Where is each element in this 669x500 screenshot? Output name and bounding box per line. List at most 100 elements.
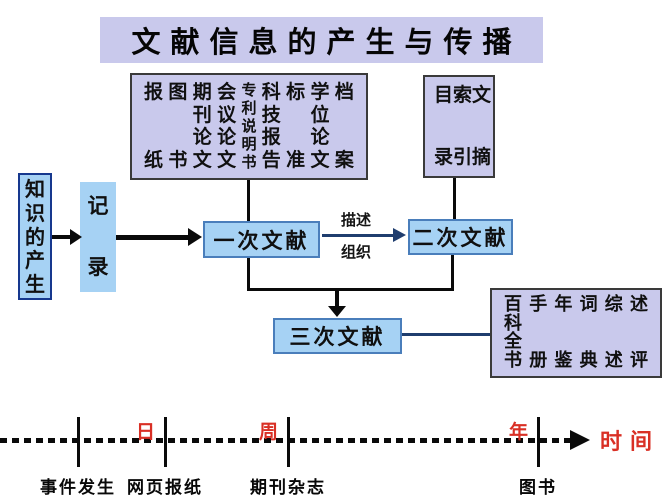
vertical-text-column: 手册 [529, 296, 547, 370]
secondary-tools-box: 目录索引文摘 [423, 75, 495, 178]
column-char: 年 [554, 294, 573, 315]
column-char: 书 [504, 349, 522, 371]
timeline-tick [286, 417, 290, 467]
column-char: 专 [241, 81, 257, 99]
timeline-arrowhead-icon [570, 430, 590, 450]
column-char: 典 [579, 350, 598, 371]
vertical-text-column: 百科全书 [504, 296, 522, 370]
column-char: 学 [310, 81, 330, 103]
column-char: 文 [217, 148, 237, 171]
connector-doctypes-to-primary [247, 180, 250, 221]
column-char: 纸 [144, 149, 164, 171]
column-char: 的 [25, 224, 45, 249]
connector-secondary-down [451, 255, 454, 291]
knowledge-production-box: 知识的产生 [18, 173, 52, 300]
column-char: 全 [504, 331, 522, 353]
column-char: 准 [286, 149, 306, 171]
timeline-source-label: 网页报纸 [127, 478, 203, 498]
timeline-tick [536, 417, 540, 467]
column-char: 会 [217, 81, 237, 103]
column-char: 文 [192, 148, 212, 171]
column-char: 书 [168, 149, 188, 171]
timeline-dotted-axis [0, 438, 570, 443]
arrow-primary-to-secondary [322, 234, 395, 237]
timeline-tick [76, 417, 80, 467]
arrowhead-right-icon [70, 229, 82, 245]
column-char: 科 [261, 81, 281, 103]
column-char: 索 [453, 84, 473, 106]
timeline-source-label: 事件发生 [40, 478, 116, 498]
column-char: 产 [25, 248, 45, 273]
column-char: 说 [241, 117, 257, 135]
column-char: 引 [453, 146, 473, 168]
column-char: 综 [604, 294, 623, 315]
timeline-interval-label: 日 [135, 421, 155, 443]
primary-document-types-box: 报纸图书期刊论文会议论文专利说明书科技报告标准学位论文档案 [130, 73, 368, 180]
vertical-text-column: 档案 [335, 83, 354, 170]
vertical-text-column: 述评 [630, 296, 648, 370]
timeline-interval-label: 周 [258, 421, 278, 443]
arrow-merge-to-tertiary [335, 291, 339, 308]
connector-primary-down [247, 258, 250, 291]
column-char: 议 [217, 103, 237, 126]
column-char: 期 [192, 81, 212, 103]
connector-tools-to-secondary [453, 178, 456, 219]
vertical-text-column: 年鉴 [554, 296, 572, 370]
column-char: 报 [261, 126, 281, 149]
column-char: 录 [87, 255, 109, 279]
column-char: 生 [25, 272, 45, 296]
vertical-text-column: 学位论文 [311, 83, 330, 170]
column-char: 文 [472, 84, 492, 106]
connector-tertiary-to-types [402, 333, 490, 336]
column-char: 述 [604, 350, 623, 371]
column-char: 评 [629, 350, 648, 371]
connector-merge-horizontal [247, 288, 454, 291]
column-char: 目 [434, 84, 454, 106]
column-char: 录 [434, 146, 454, 168]
vertical-text-column: 期刊论文 [193, 83, 212, 170]
column-char: 案 [334, 149, 354, 171]
column-char: 告 [261, 148, 281, 171]
arrowhead-down-icon [328, 306, 346, 317]
vertical-text-column: 标准 [286, 83, 305, 170]
column-char: 明 [241, 135, 257, 153]
primary-literature-box: 一次文献 [203, 221, 320, 258]
vertical-text-column: 科技报告 [262, 83, 281, 170]
column-char: 位 [310, 103, 330, 126]
vertical-text-column: 记录 [88, 196, 109, 278]
vertical-text-column: 专利说明书 [241, 83, 256, 170]
timeline-source-label: 期刊杂志 [250, 478, 326, 498]
arrow-knowledge-to-record [52, 235, 72, 239]
vertical-text-column: 文摘 [472, 86, 491, 167]
column-char: 百 [504, 294, 522, 315]
column-char: 文 [310, 148, 330, 171]
column-char: 利 [241, 99, 257, 117]
arrowhead-right-icon [393, 228, 406, 242]
timeline-axis-label: 时间 [600, 430, 661, 455]
column-char: 档 [334, 81, 354, 103]
arrow-record-to-primary [116, 235, 190, 240]
column-char: 记 [87, 194, 109, 218]
vertical-text-column: 报纸 [144, 83, 163, 170]
timeline-interval-label: 年 [508, 421, 528, 443]
column-char: 述 [629, 294, 648, 315]
vertical-text-column: 图书 [168, 83, 187, 170]
column-char: 摘 [472, 146, 492, 168]
tertiary-literature-box: 三次文献 [273, 318, 402, 354]
column-char: 标 [286, 81, 306, 103]
page-title: 文献信息的产生与传播 [100, 17, 543, 63]
arrow-label-describe: 描述 [340, 211, 371, 229]
record-box: 记录 [80, 182, 116, 292]
column-char: 论 [310, 126, 330, 149]
column-char: 词 [579, 294, 598, 315]
column-char: 科 [504, 312, 522, 334]
column-char: 刊 [192, 103, 212, 126]
column-char: 知 [25, 177, 45, 201]
column-char: 手 [529, 294, 548, 315]
column-char: 册 [529, 350, 548, 371]
column-char: 论 [217, 126, 237, 149]
column-char: 技 [261, 103, 281, 126]
timeline-source-label: 图书 [519, 478, 557, 498]
